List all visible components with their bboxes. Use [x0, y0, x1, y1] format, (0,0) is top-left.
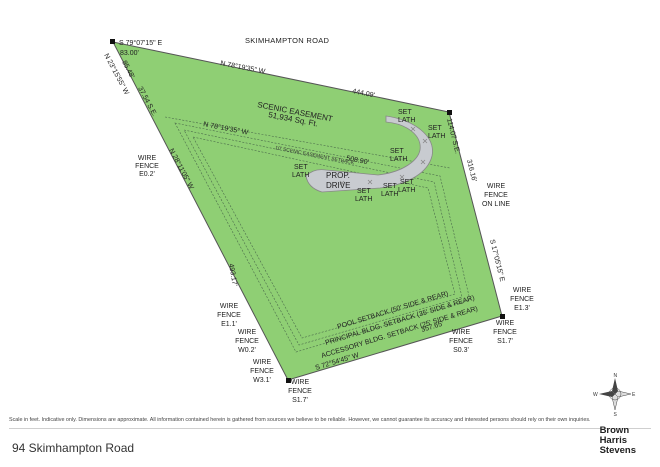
set-lath-1: SET	[398, 109, 412, 116]
fence-s03-2: FENCE	[449, 338, 473, 345]
fence-w02-3: W0.2'	[238, 347, 256, 354]
brand-line-3: Stevens	[599, 445, 636, 456]
lot-parcel	[112, 41, 503, 381]
fence-online-1: WIRE	[487, 183, 506, 190]
fence-labels: WIRE FENCE E0.2' WIRE FENCE ON LINE WIRE…	[135, 155, 534, 404]
set-lath-3b: LATH	[390, 156, 407, 163]
road-label: SKIMHAMPTON ROAD	[245, 36, 330, 45]
set-lath-4b: LATH	[292, 172, 309, 179]
set-lath-6: SET	[383, 183, 397, 190]
fence-w31-3: W3.1'	[253, 377, 271, 384]
fence-e02-3: E0.2'	[139, 171, 155, 178]
fence-online-3: ON LINE	[482, 201, 510, 208]
compass-e: E	[632, 392, 636, 398]
corner-markers	[110, 39, 505, 383]
compass-s: S	[614, 412, 618, 418]
proposed-drive	[305, 115, 433, 193]
fence-e02-1: WIRE	[138, 155, 157, 162]
fence-w02-2: FENCE	[235, 338, 259, 345]
set-lath-4: SET	[294, 164, 308, 171]
compass-icon: N S E W	[593, 373, 636, 418]
fence-s17b-2: FENCE	[288, 388, 312, 395]
setback-lines	[164, 116, 471, 353]
property-address: 94 Skimhampton Road	[12, 441, 135, 455]
fence-e02-2: FENCE	[135, 163, 159, 170]
fence-s17r-1: WIRE	[496, 320, 515, 327]
fence-e11-3: E1.1'	[221, 321, 237, 328]
fence-s03-3: S0.3'	[453, 347, 469, 354]
west-distance: 493.17'	[227, 263, 238, 287]
set-lath-6b: LATH	[381, 191, 398, 198]
fence-w02-1: WIRE	[238, 329, 257, 336]
brand-line-1: Brown	[599, 425, 630, 436]
fence-s03-1: WIRE	[452, 329, 471, 336]
top-corner-bearing: S 79°07'15" E	[119, 39, 163, 47]
north-line-distance: 444.09'	[352, 88, 376, 99]
set-lath-1b: LATH	[398, 117, 415, 124]
set-lath-2b: LATH	[428, 133, 445, 140]
fence-e13-2: FENCE	[510, 296, 534, 303]
set-lath-2: SET	[428, 125, 442, 132]
fence-s17r-3: S1.7'	[497, 338, 513, 345]
inner-distance: 508.90'	[346, 155, 370, 166]
brand-line-2: Harris	[599, 435, 628, 446]
drive-label-line1: PROP.	[326, 171, 350, 180]
top-corner-distance: 83.00'	[120, 50, 139, 57]
fence-s17b-3: S1.7'	[292, 397, 308, 404]
fence-e11-1: WIRE	[220, 303, 239, 310]
set-lath-7b: LATH	[398, 187, 415, 194]
set-lath-5b: LATH	[355, 196, 372, 203]
brand-logo: Brown Harris Stevens	[600, 426, 636, 456]
drive-label-line2: DRIVE	[326, 181, 350, 190]
fence-online-2: FENCE	[484, 192, 508, 199]
fence-e11-2: FENCE	[217, 312, 241, 319]
fence-w31-2: FENCE	[250, 368, 274, 375]
set-lath-5: SET	[357, 188, 371, 195]
fence-e13-1: WIRE	[513, 287, 532, 294]
lath-markers	[339, 126, 428, 186]
fence-e13-3: E1.3'	[514, 305, 530, 312]
set-lath-7: SET	[400, 179, 414, 186]
compass-n: N	[614, 373, 618, 379]
fence-s17b-1: WIRE	[291, 379, 310, 386]
disclaimer-text: Scale in feet. Indicative only. Dimensio…	[9, 417, 591, 423]
footer-divider	[9, 428, 651, 429]
compass-w: W	[593, 392, 598, 398]
fence-s17r-2: FENCE	[493, 329, 517, 336]
set-lath-3: SET	[390, 148, 404, 155]
fence-w31-1: WIRE	[253, 359, 272, 366]
